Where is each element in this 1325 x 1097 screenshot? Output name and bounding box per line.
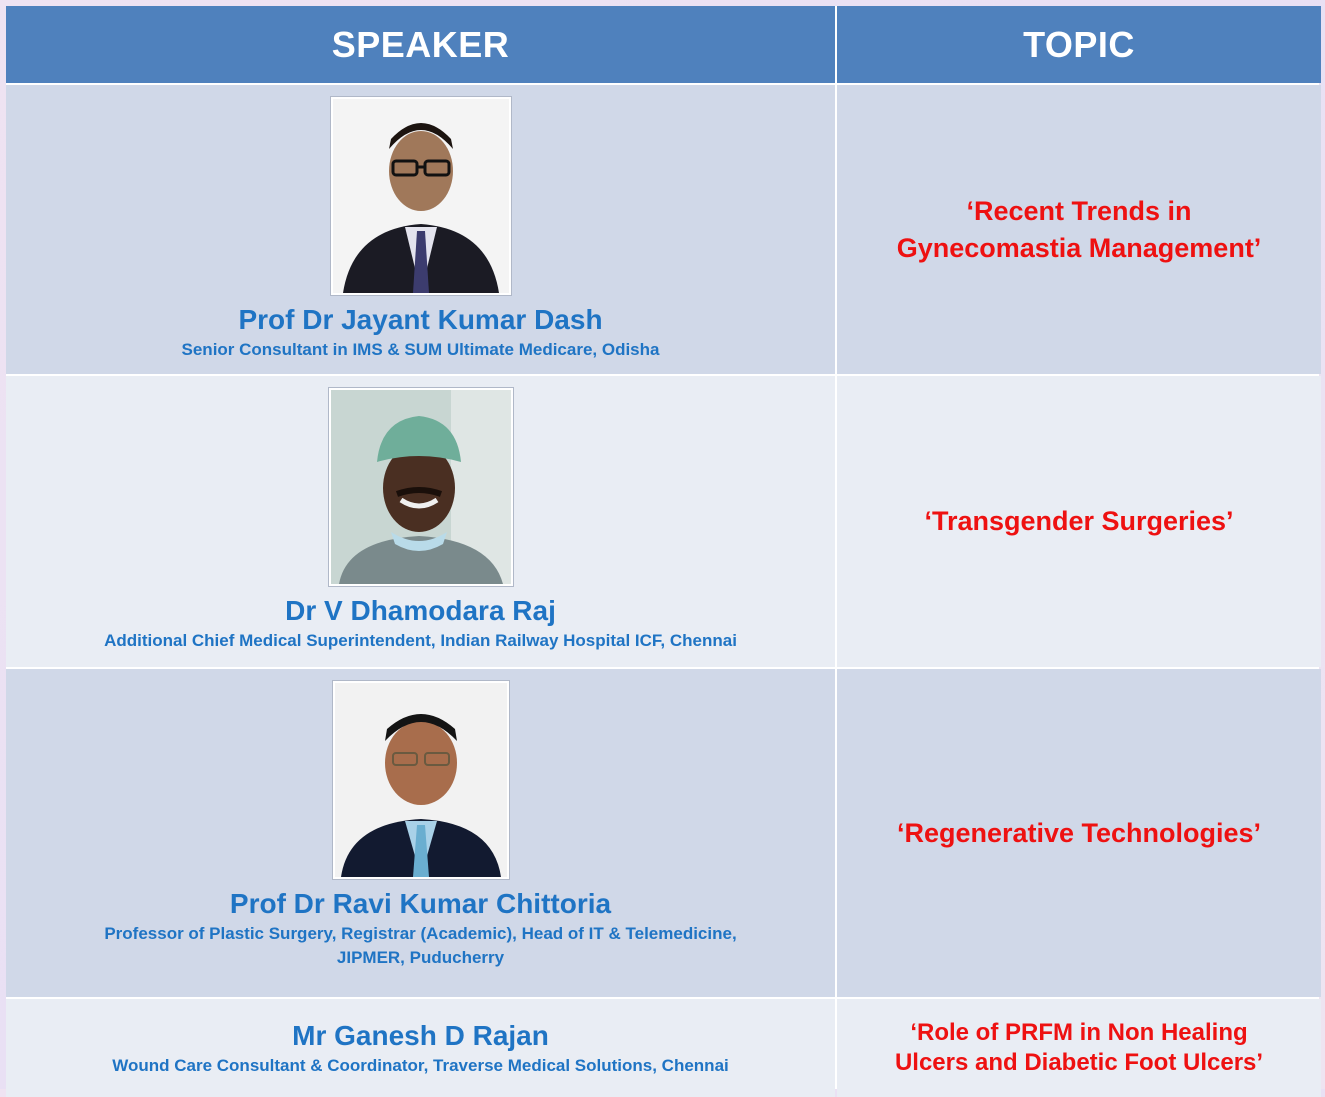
- topic-text: ‘Role of PRFM in Non Healing Ulcers and …: [894, 1019, 1264, 1076]
- speaker-role: Senior Consultant in IMS & SUM Ultimate …: [181, 340, 660, 359]
- portrait-1-image: [332, 99, 509, 293]
- speaker-photo: [328, 388, 513, 586]
- speaker-role-line-2: JIPMER, Puducherry: [336, 948, 505, 967]
- topic-cell-1: ‘Recent Trends in Gynecomastia Managemen…: [837, 85, 1321, 374]
- header-speaker: SPEAKER: [6, 6, 835, 83]
- speaker-cell-3: Prof Dr Ravi Kumar Chittoria Professor o…: [6, 669, 835, 997]
- speaker-name: Prof Dr Ravi Kumar Chittoria: [229, 888, 612, 919]
- speaker-cell-1: Prof Dr Jayant Kumar Dash Senior Consult…: [6, 85, 835, 374]
- speaker-name: Mr Ganesh D Rajan: [292, 1020, 549, 1051]
- speaker-topic-table: SPEAKER TOPIC Prof Dr Jayant Kumar Dash …: [6, 6, 1321, 1097]
- topic-text: ‘Transgender Surgeries’: [924, 506, 1234, 536]
- speaker-role: Additional Chief Medical Superintendent,…: [104, 631, 737, 650]
- speaker-photo: [332, 681, 509, 879]
- speaker-cell-2: Dr V Dhamodara Raj Additional Chief Medi…: [6, 376, 835, 667]
- portrait-2-image: [330, 390, 511, 584]
- speaker-name: Prof Dr Jayant Kumar Dash: [238, 304, 603, 335]
- portrait-3-image: [334, 683, 507, 877]
- speaker-name: Dr V Dhamodara Raj: [285, 595, 556, 626]
- speaker-role: Wound Care Consultant & Coordinator, Tra…: [112, 1056, 729, 1075]
- topic-cell-4: ‘Role of PRFM in Non Healing Ulcers and …: [837, 999, 1321, 1097]
- speaker-role: Professor of Plastic Surgery, Registrar …: [104, 924, 737, 943]
- topic-cell-2: ‘Transgender Surgeries’: [837, 376, 1321, 667]
- header-topic: TOPIC: [837, 6, 1321, 83]
- topic-cell-3: ‘Regenerative Technologies’: [837, 669, 1321, 997]
- speaker-photo: [330, 97, 511, 295]
- speaker-cell-4: Mr Ganesh D Rajan Wound Care Consultant …: [6, 999, 835, 1097]
- topic-text: ‘Recent Trends in Gynecomastia Managemen…: [896, 195, 1262, 263]
- topic-text: ‘Regenerative Technologies’: [896, 817, 1262, 848]
